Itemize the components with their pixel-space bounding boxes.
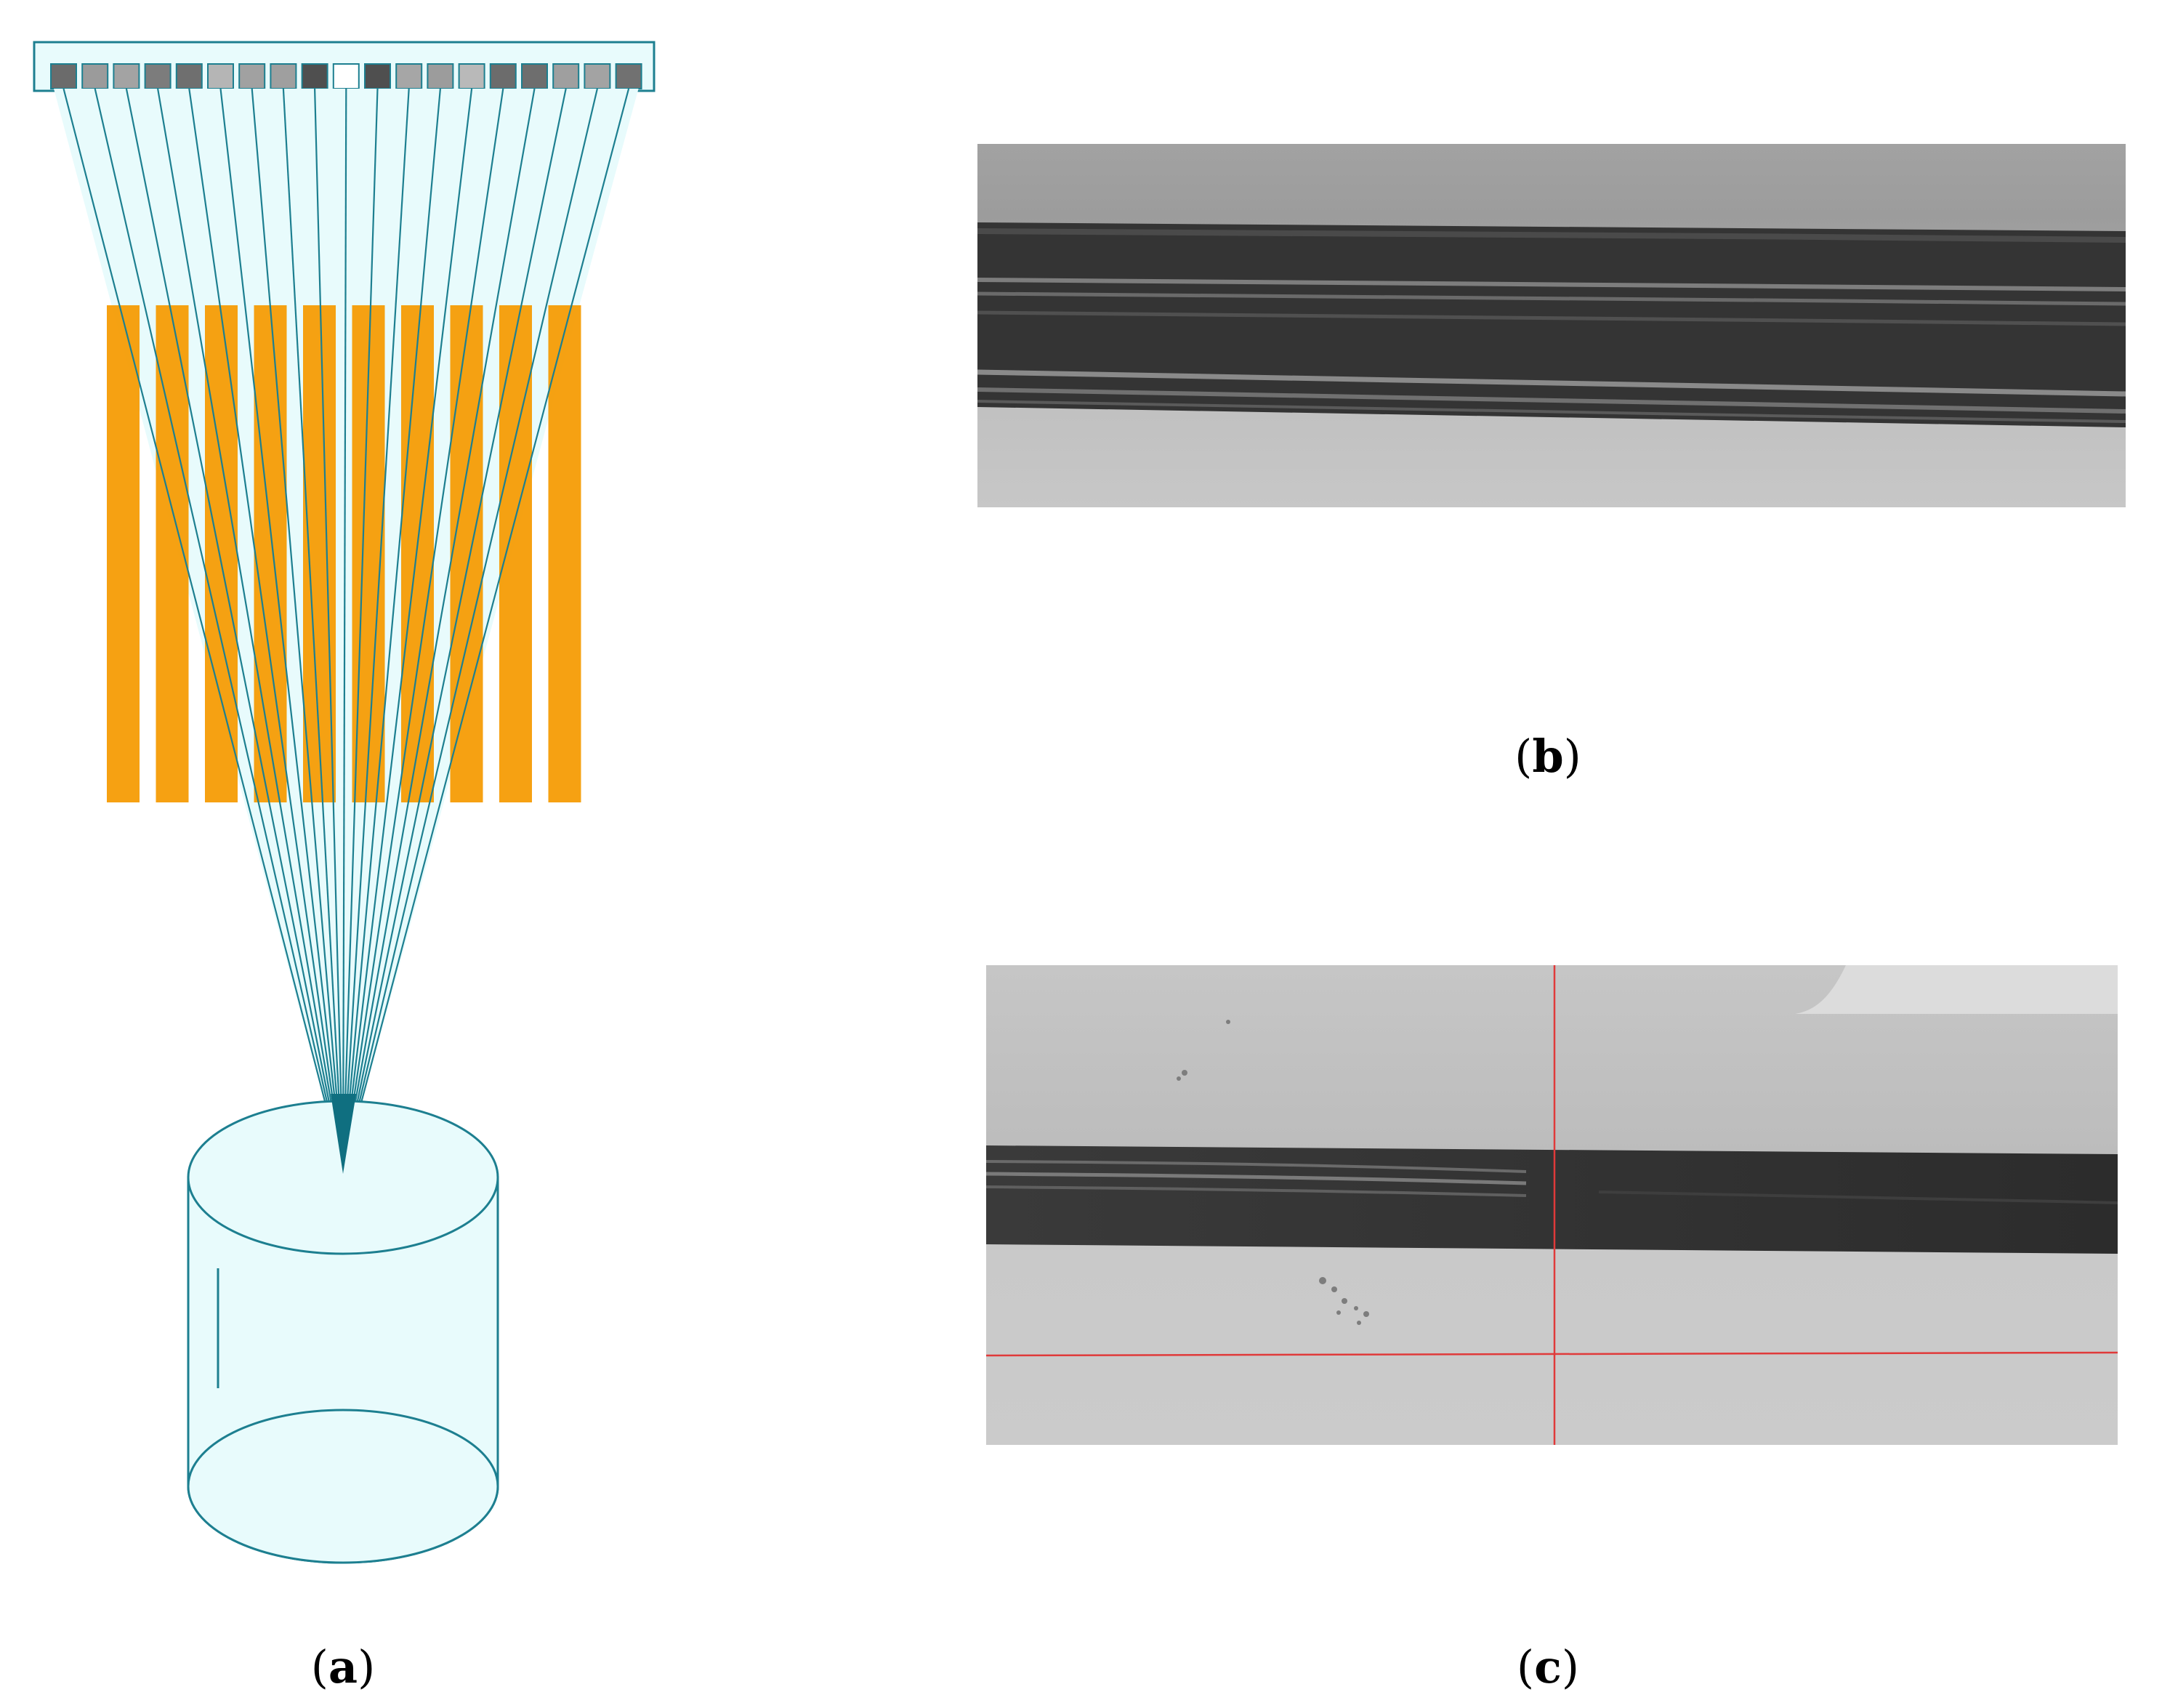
panel-c-radiograph	[985, 965, 2118, 1445]
grid-bar	[107, 305, 140, 802]
caption-c: (c)	[1517, 1640, 1579, 1693]
x-ray-rays	[62, 88, 630, 1172]
grid-bar	[205, 305, 238, 802]
x-ray-ray	[125, 88, 344, 1172]
detector-pixel	[427, 63, 454, 89]
crosshair-horizontal	[985, 1351, 2118, 1357]
x-ray-ray	[342, 88, 410, 1172]
grid-bar	[450, 305, 483, 802]
fiber-bundle-c	[986, 1145, 2118, 1254]
fiber-bundle-b	[977, 222, 2126, 427]
detector-pixel	[364, 63, 391, 89]
x-ray-ray	[251, 88, 344, 1172]
fiber-highlights-b	[977, 228, 2126, 423]
x-ray-ray	[314, 88, 344, 1172]
detector-pixel	[332, 63, 360, 89]
x-ray-ray	[219, 88, 344, 1172]
cylinder-source-icon	[187, 1100, 499, 1564]
detector-pixel	[113, 63, 140, 89]
cylinder-bottom-rim	[187, 1409, 499, 1564]
panel-b-radiograph	[977, 144, 2126, 507]
detector-pixel	[81, 63, 109, 89]
detector-pixel	[238, 63, 266, 89]
detector-pixel	[395, 63, 423, 89]
grid-bar	[401, 305, 434, 802]
grid-bar	[548, 305, 581, 802]
detector-pixel	[270, 63, 297, 89]
x-ray-ray	[342, 88, 598, 1172]
detector-pixel	[301, 63, 328, 89]
x-ray-ray	[342, 88, 504, 1172]
fiber-highlights-c	[985, 1160, 2118, 1204]
detector-pixel	[489, 63, 517, 89]
x-ray-ray	[342, 88, 630, 1172]
detector-pixel	[521, 63, 548, 89]
panel-a-schematic	[33, 41, 656, 1564]
detector-pixel	[207, 63, 234, 89]
x-ray-ray	[282, 88, 344, 1172]
x-ray-ray	[342, 88, 347, 1172]
detector-pixel	[584, 63, 611, 89]
x-ray-ray	[157, 88, 344, 1172]
detector-pixel	[458, 63, 485, 89]
x-ray-ray	[62, 88, 344, 1172]
x-ray-ray	[94, 88, 344, 1172]
detector-pixel	[144, 63, 172, 89]
beam-fan	[54, 89, 639, 1172]
detector-pixel	[175, 63, 203, 89]
caption-b: (b)	[1514, 730, 1581, 783]
x-ray-ray	[342, 88, 441, 1172]
detector-pixel	[50, 63, 77, 89]
x-ray-ray	[342, 88, 536, 1172]
focal-spot	[331, 1094, 356, 1174]
debris-specks	[1177, 1020, 1369, 1325]
x-ray-ray	[188, 88, 344, 1172]
x-ray-beam	[54, 89, 639, 1172]
x-ray-ray	[342, 88, 473, 1172]
x-ray-ray	[342, 88, 379, 1172]
caption-a: (a)	[311, 1640, 376, 1693]
detector-pixel	[615, 63, 642, 89]
x-ray-ray	[342, 88, 567, 1172]
detector-pixel	[552, 63, 580, 89]
grid-bar	[499, 305, 532, 802]
radiograph-c-corner-shade	[1795, 965, 2118, 1014]
grid-bar	[254, 305, 287, 802]
detector-pixels	[50, 63, 642, 89]
